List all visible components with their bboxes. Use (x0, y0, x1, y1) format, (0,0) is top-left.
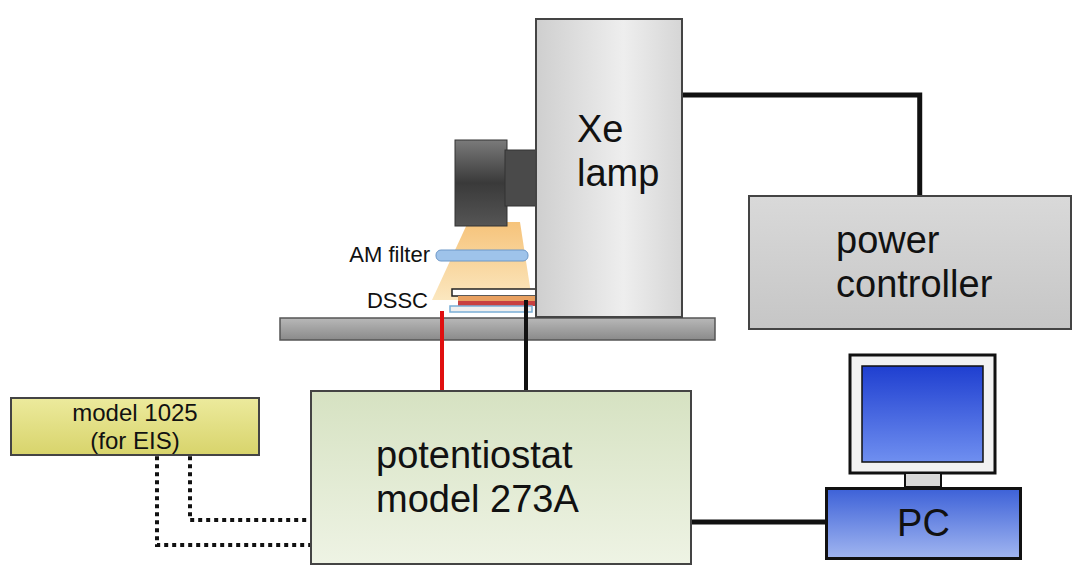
part-label: DSSC (367, 289, 428, 313)
controller-box: power controller (748, 195, 1072, 330)
cable-path (157, 456, 310, 545)
cable (692, 522, 825, 523)
potentiostat-box: potentiostat model 273A (310, 390, 692, 565)
dssc-wire-red (440, 311, 444, 390)
cable-path (692, 520, 825, 525)
dotted-cable (157, 456, 310, 545)
eis-module-box: model 1025 (for EIS) (10, 397, 260, 456)
cable (683, 95, 920, 195)
pc-box: PC (825, 487, 1022, 560)
monitor-frame (850, 355, 995, 473)
node-text: model 1025 (for EIS) (55, 399, 215, 454)
dssc-glass (452, 289, 544, 296)
am-filter (436, 250, 528, 261)
monitor-stand (905, 473, 941, 487)
node-text: potentiostat model 273A (376, 434, 626, 521)
dssc-counter (450, 306, 532, 312)
lamp-box: Xe lamp (535, 18, 683, 318)
lens-mount (505, 150, 537, 206)
node-text: power controller (836, 219, 1046, 306)
node-text: PC (897, 502, 950, 546)
part-label: AM filter (349, 243, 430, 267)
node-text: Xe lamp (577, 108, 675, 195)
dssc-wire-black (524, 300, 528, 390)
monitor-screen (862, 366, 983, 462)
table-shelf (280, 318, 715, 340)
lens-tube (455, 140, 507, 226)
cable-path (683, 95, 920, 195)
